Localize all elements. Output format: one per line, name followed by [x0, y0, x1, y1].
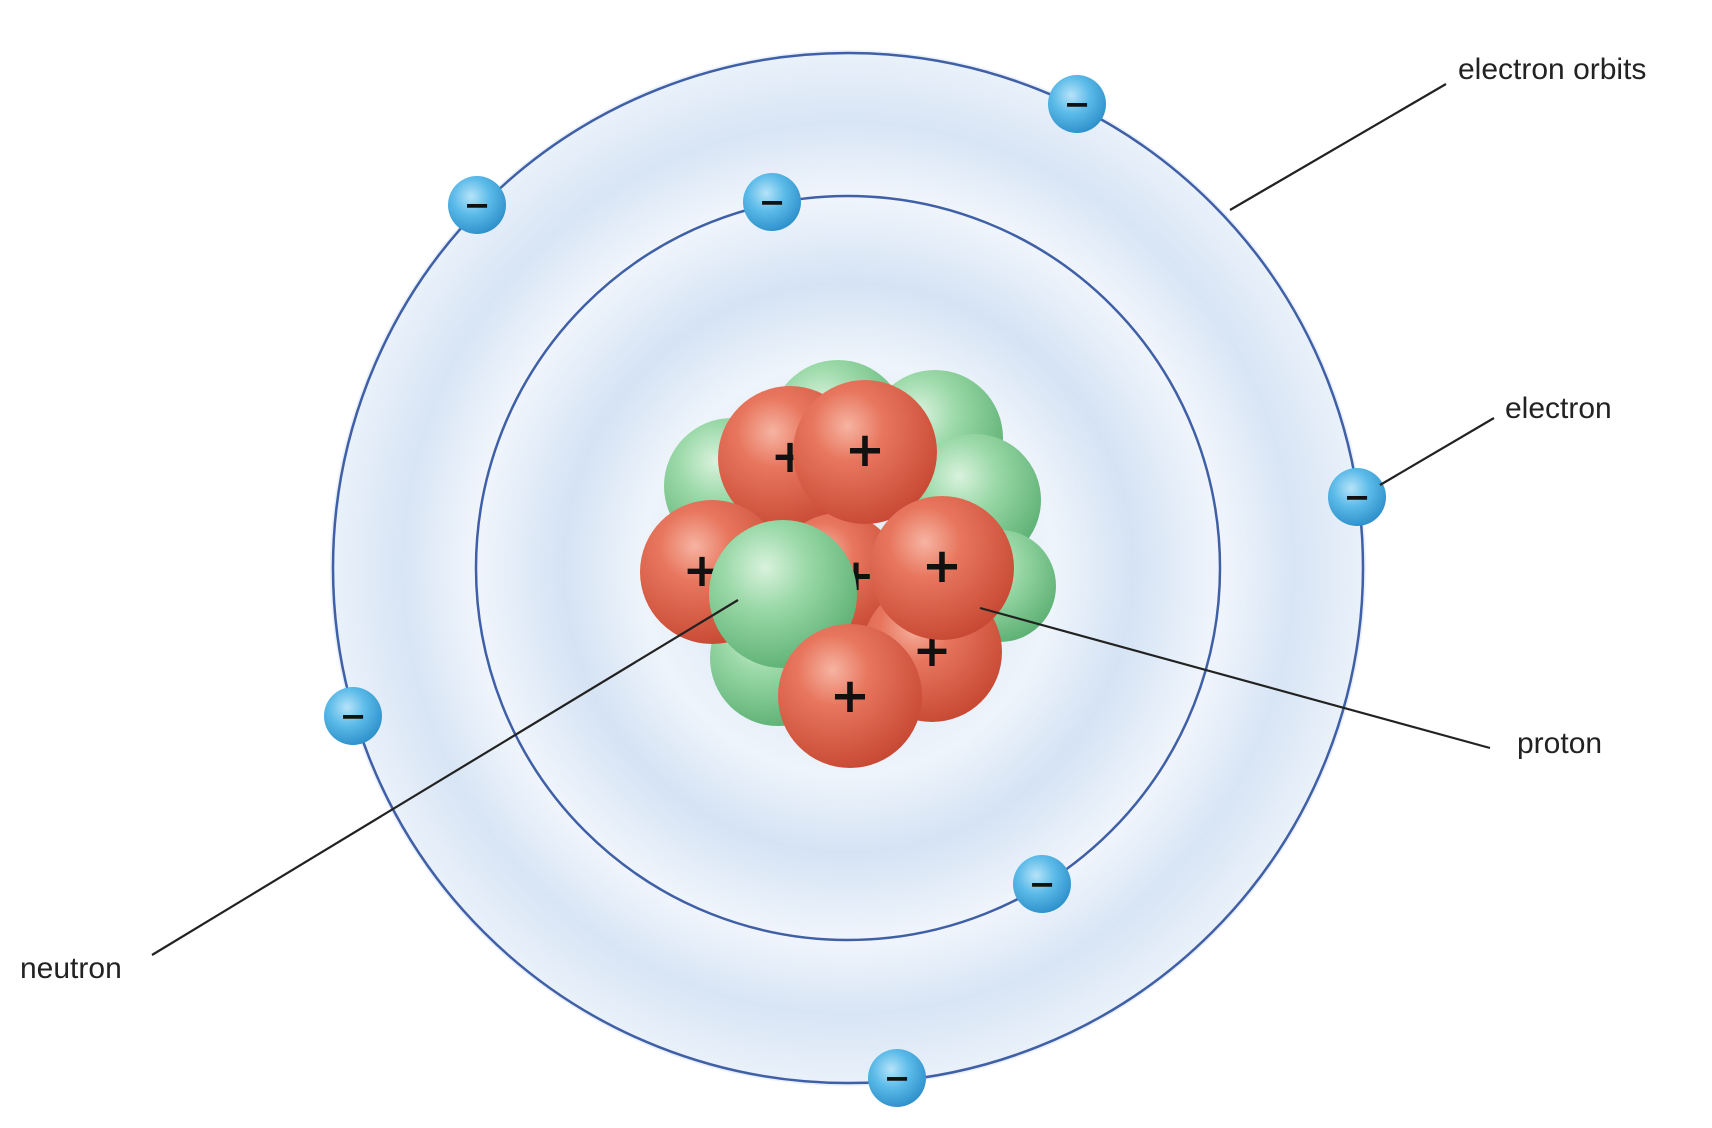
electron-orbits-leader [1229, 83, 1447, 211]
electron-sphere [448, 176, 506, 234]
nucleus: + + + + + + + [640, 360, 1056, 768]
neutron-label: neutron [20, 952, 122, 985]
electron: − [868, 1049, 926, 1107]
electron-minus-sign: − [1344, 478, 1371, 516]
neutron-leader [151, 599, 739, 956]
electron-leader [1379, 417, 1495, 486]
electron-sphere [743, 173, 801, 231]
proton: + [778, 624, 922, 768]
electron-sphere [868, 1049, 926, 1107]
electron: − [743, 173, 801, 231]
electron-minus-sign: − [884, 1059, 911, 1097]
proton-label: proton [1517, 727, 1602, 760]
electron: − [1013, 855, 1071, 913]
inner-orbit [474, 194, 1222, 942]
electron-sphere [1013, 855, 1071, 913]
electron-minus-sign: − [1029, 865, 1056, 903]
electron-minus-sign: − [759, 183, 786, 221]
electron-sphere [324, 687, 382, 745]
electron-label: electron [1505, 392, 1612, 425]
electron: − [1048, 75, 1106, 133]
proton: + [870, 496, 1014, 640]
electron: − [324, 687, 382, 745]
proton-sphere [793, 380, 937, 524]
electron-minus-sign: − [1064, 85, 1091, 123]
electrons: − − − − − − − [324, 75, 1386, 1107]
electron-orbits-label: electron orbits [1458, 53, 1646, 86]
proton-sphere [870, 496, 1014, 640]
proton-sphere [778, 624, 922, 768]
outer-orbit [331, 51, 1365, 1085]
proton-plus-sign: + [922, 538, 962, 594]
electron-sphere [1328, 468, 1386, 526]
electron-sphere [1048, 75, 1106, 133]
proton-plus-sign: + [845, 422, 885, 478]
proton: + [793, 380, 937, 524]
proton-leader [979, 606, 1491, 750]
proton-plus-sign: + [830, 668, 870, 724]
electron: − [1328, 468, 1386, 526]
leader-lines [151, 83, 1495, 956]
electron-minus-sign: − [464, 186, 491, 224]
electron: − [448, 176, 506, 234]
electron-minus-sign: − [340, 697, 367, 735]
